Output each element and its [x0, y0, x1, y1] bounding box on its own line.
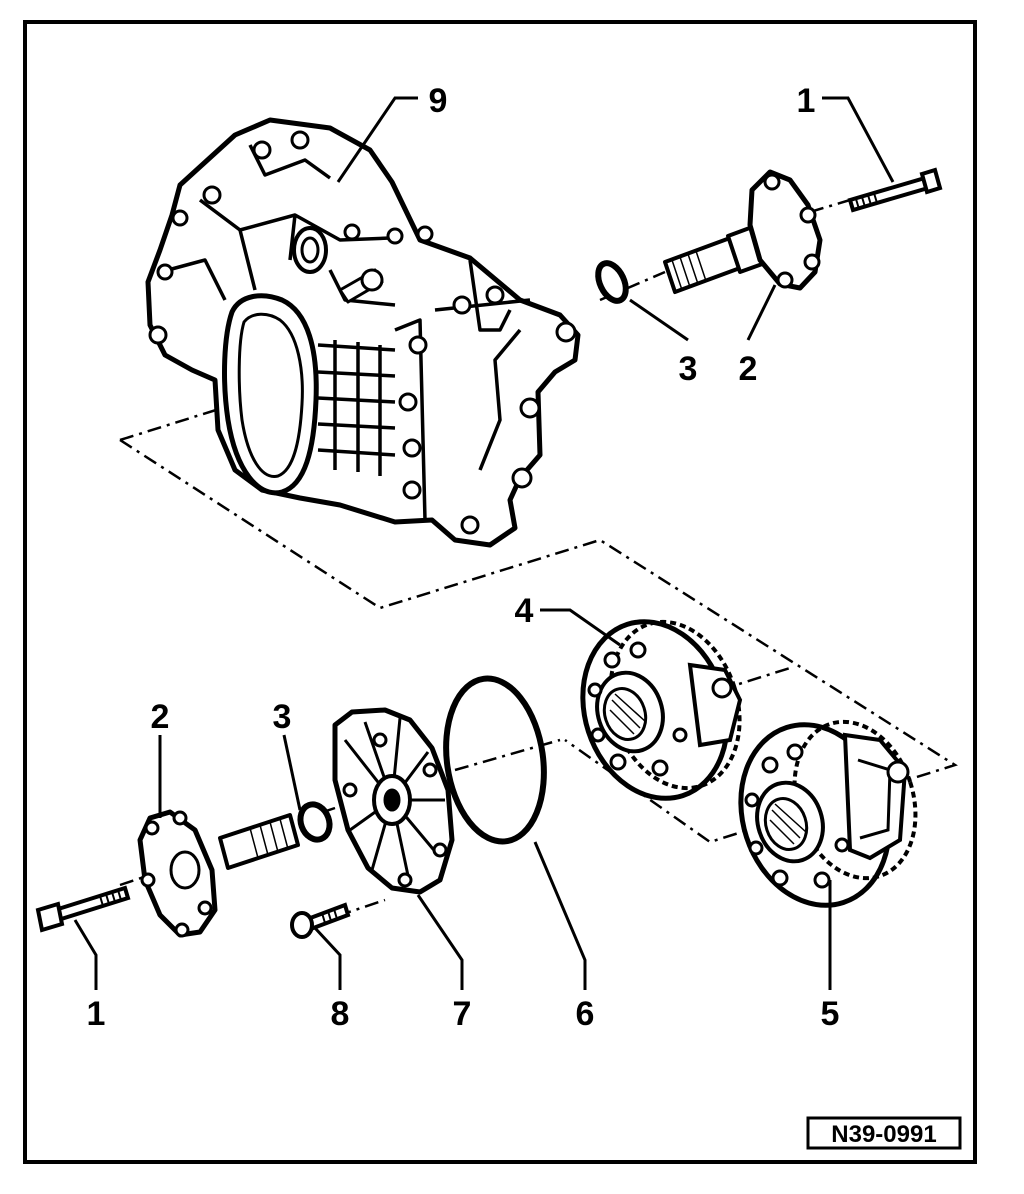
callout-bot-6: 6 [576, 995, 595, 1033]
callout-labels: 9 1 3 2 4 2 3 1 8 7 6 5 [87, 82, 840, 1033]
bolt-top [847, 167, 943, 213]
callout-top-3: 3 [679, 350, 698, 388]
callout-top-1: 1 [797, 82, 816, 120]
diagram-frame [23, 20, 977, 1164]
cover-7 [332, 707, 455, 895]
callout-bot-1: 1 [87, 995, 106, 1033]
leader-lines [73, 96, 895, 990]
callout-bot-8: 8 [331, 995, 350, 1033]
bolt-bottom [35, 885, 131, 933]
callout-top-2: 2 [739, 350, 758, 388]
seal-ring-top [595, 260, 629, 304]
o-ring-6 [443, 675, 547, 845]
callout-bot-7: 7 [453, 995, 472, 1033]
differential-4 [580, 619, 743, 801]
differential-5 [738, 719, 918, 908]
gearbox-housing [145, 117, 581, 548]
figure-reference-number: N39-0991 [831, 1121, 936, 1148]
bolt-8 [290, 902, 351, 939]
flange-shaft-top [663, 169, 823, 294]
callout-bot-3: 3 [273, 698, 292, 736]
callout-bot-5: 5 [821, 995, 840, 1033]
callout-mid-4: 4 [515, 592, 534, 630]
callout-bot-2: 2 [151, 698, 170, 736]
flange-shaft-bottom [137, 809, 300, 938]
figure-reference-box: N39-0991 [806, 1116, 962, 1150]
callout-top-9: 9 [429, 82, 448, 120]
seal-ring-bottom [297, 801, 333, 843]
